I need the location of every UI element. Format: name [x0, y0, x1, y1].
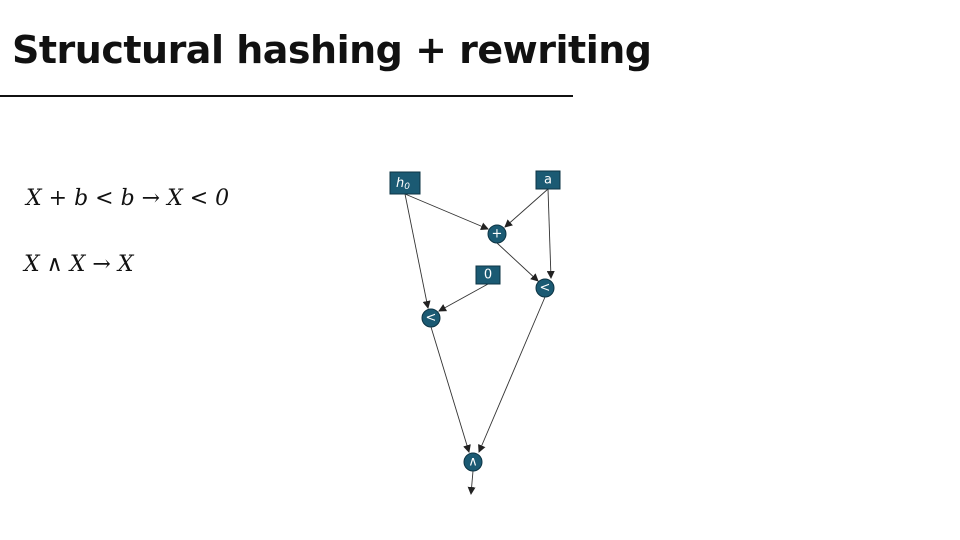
- edge-and-output: [467, 470, 476, 495]
- edge-ltleft-and: [430, 326, 471, 453]
- node-zero: 0: [475, 265, 501, 285]
- node-plus: +: [487, 224, 507, 244]
- rewrite-rule-2: X ∧ X → X: [24, 252, 134, 277]
- node-lt-right-label: <: [540, 281, 551, 296]
- node-lt-left: <: [421, 308, 441, 328]
- edge-h0-plus: [404, 193, 489, 230]
- title-divider: [0, 95, 573, 97]
- node-zero-label: 0: [484, 268, 492, 283]
- node-plus-label: +: [492, 227, 503, 242]
- node-and: ∧: [463, 452, 483, 472]
- slide-title: Structural hashing + rewriting: [12, 28, 652, 72]
- edge-a-ltright: [546, 188, 555, 279]
- node-lt-right: <: [535, 278, 555, 298]
- node-h0: h0: [389, 171, 421, 195]
- edge-plus-ltright: [496, 242, 539, 282]
- node-a: a: [535, 170, 561, 190]
- edge-zero-ltleft: [438, 283, 489, 312]
- node-and-label: ∧: [468, 455, 478, 470]
- edge-a-plus: [504, 188, 549, 228]
- node-a-label: a: [544, 173, 552, 188]
- rewrite-rule-1: X + b < b → X < 0: [26, 186, 230, 211]
- node-h0-label: h0: [396, 176, 410, 193]
- edge-ltright-and: [478, 296, 546, 453]
- node-lt-left-label: <: [426, 311, 437, 326]
- edge-h0-ltleft: [404, 193, 431, 309]
